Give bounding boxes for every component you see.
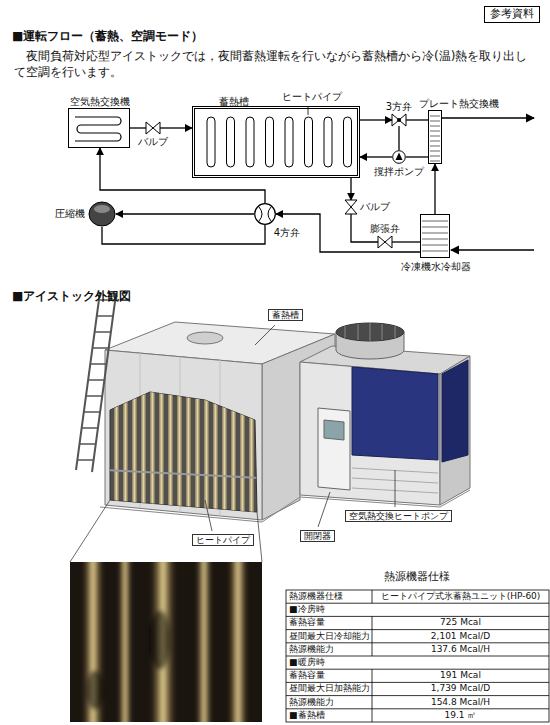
table-section: ■暖房時 — [286, 656, 549, 669]
node-label: 4方弁 — [274, 227, 300, 239]
pipe-connector — [360, 119, 392, 120]
table-cell: 2,101 Mcal/D — [372, 630, 549, 643]
table-cell: 725 Mcal — [372, 616, 549, 629]
three-way-valve-shape — [392, 114, 406, 126]
table-title: 熱源機器仕様 — [350, 571, 484, 584]
table-cell: 昼間最大日冷却能力 — [286, 630, 372, 643]
pipe-connector — [116, 213, 254, 214]
pipe-connector — [350, 178, 351, 200]
section-heading: ■運転フロー（蓄熱、空調モード） — [12, 30, 203, 44]
pipe-connector — [406, 156, 428, 157]
node-label: 空気熱交換機 — [70, 96, 130, 108]
expansion-valve: 膨張弁 — [378, 236, 392, 248]
reference-tag: 参考資料 — [484, 6, 540, 23]
compressor-shape — [88, 201, 116, 227]
pipe-connector — [160, 127, 192, 128]
node-label: プレート熱交換機 — [419, 98, 499, 110]
node-label: 蓄熱槽 — [219, 96, 249, 108]
unit-illustration — [70, 292, 470, 562]
plate-heat-exchanger: プレート熱交換機 — [428, 110, 442, 164]
callout-label: 開閉器 — [300, 530, 335, 542]
storage-tank: 蓄熱槽 — [192, 106, 360, 178]
body-text: 夜間負荷対応型アイストックでは，夜間蓄熱運転を行いながら蓄熱槽から冷(温)熱を取… — [14, 48, 536, 80]
compressor: 圧縮機 — [88, 201, 116, 227]
plate-heat-exchanger-shape — [429, 111, 441, 163]
valve-shape — [345, 200, 357, 214]
table-cell: 154.8 Mcal/H — [372, 696, 549, 709]
node-label: 圧縮機 — [55, 208, 85, 220]
pipe-photo — [70, 556, 262, 725]
table-cell: 蓄熱容量 — [286, 616, 372, 629]
pipe-connector — [360, 156, 392, 157]
callout-label: ヒートパイプ — [192, 534, 254, 546]
table-cell: 蓄熱容量 — [286, 669, 372, 682]
table-cell: 137.6 Mcal/H — [372, 643, 549, 656]
valve: バルブ — [345, 200, 357, 214]
callout-label: 蓄熱槽 — [268, 309, 303, 321]
flow-extras — [308, 106, 534, 250]
pipe-connector — [406, 119, 428, 120]
air-heat-exchanger-shape — [69, 109, 129, 147]
part-label: ヒートパイプ — [282, 91, 342, 103]
table-cell: ■蓄熱槽 — [286, 709, 372, 722]
node-label: 3方弁 — [386, 101, 412, 113]
chiller-water-cooler-shape — [421, 215, 449, 257]
table-cell: 熱源機能力 — [286, 643, 372, 656]
node-label: 参考資料 — [490, 8, 534, 21]
node-label: バルブ — [138, 136, 168, 148]
pipe-connector — [392, 241, 420, 242]
valve: バルブ — [146, 122, 160, 134]
table-section: ■冷房時 — [286, 603, 549, 616]
four-way-valve: 4方弁 — [254, 203, 276, 225]
table-cell: 19.1 ㎥ — [372, 709, 549, 722]
section-heading: ■アイストック外観図 — [12, 290, 131, 304]
pipe-connector — [102, 225, 265, 244]
pipe-connector — [434, 164, 435, 214]
three-way-valve: 3方弁 — [392, 114, 406, 126]
expansion-valve-shape — [378, 236, 392, 248]
node-label: バルブ — [360, 201, 390, 213]
stirring-pump-shape — [392, 150, 406, 164]
spec-table-grid — [286, 590, 549, 722]
pipe-connector — [130, 127, 146, 128]
pipe-connector — [398, 126, 399, 150]
table-cell: 熱源機器仕様 — [286, 590, 372, 603]
table-cell: ヒートパイプ式氷蓄熱ユニット(HP-60) — [372, 590, 549, 603]
table-cell: 1,739 Mcal/D — [372, 682, 549, 695]
table-cell: 191 Mcal — [372, 669, 549, 682]
table-cell: 昼間最大日加熱能力 — [286, 682, 372, 695]
storage-tank-shape — [195, 109, 357, 175]
node-label: 膨張弁 — [370, 223, 400, 235]
table-cell: 熱源機能力 — [286, 696, 372, 709]
stirring-pump: 撹拌ポンプ — [392, 150, 406, 164]
node-label: 冷凍機水冷却器 — [401, 261, 471, 273]
air-heat-exchanger: 空気熱交換機 — [68, 108, 130, 148]
four-way-valve-shape — [254, 203, 276, 225]
callout-label: 空気熱交換ヒートポンプ — [345, 510, 452, 522]
valve-shape — [146, 122, 160, 134]
node-label: 撹拌ポンプ — [374, 166, 424, 178]
chiller-water-cooler: 冷凍機水冷却器 — [420, 214, 450, 258]
